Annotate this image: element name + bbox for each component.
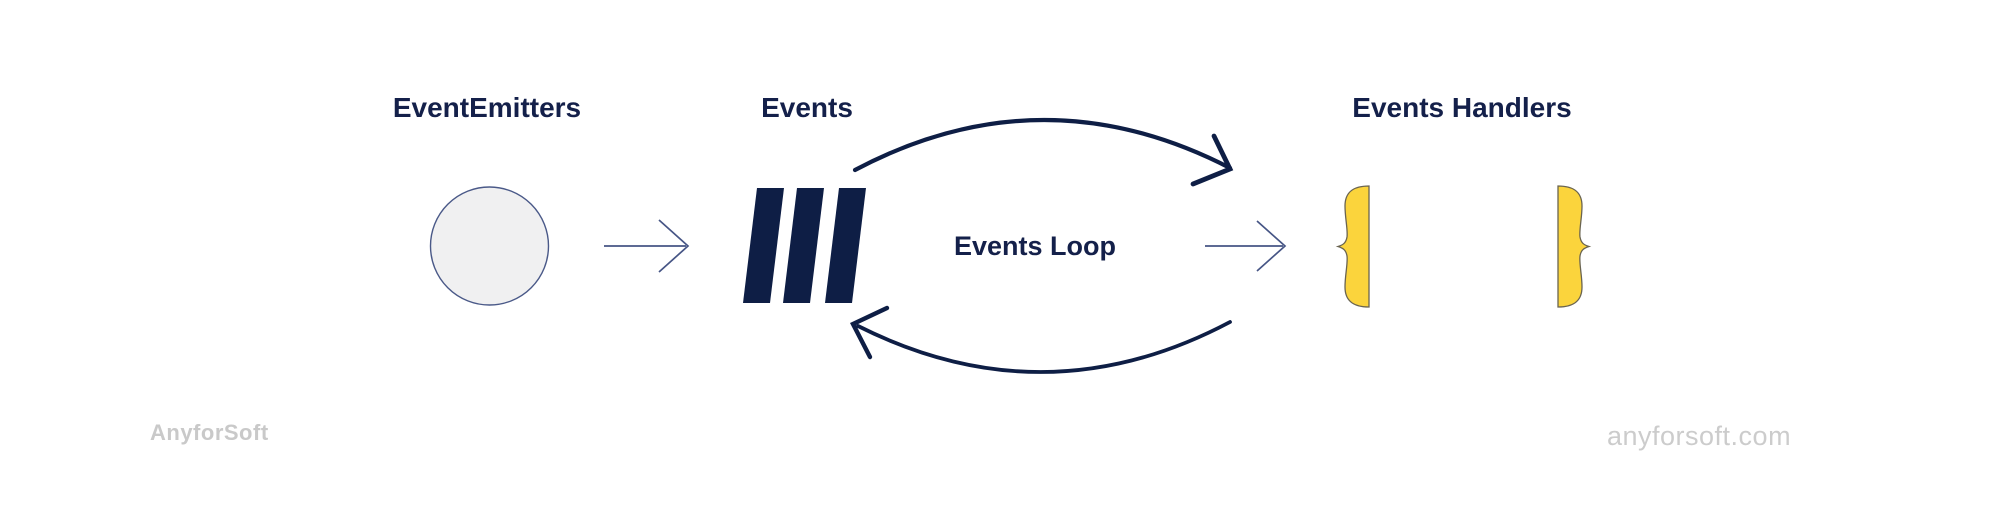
loop-top-curve [852,117,1233,173]
arrow-head [1256,220,1287,272]
open-curly-brace-icon [1335,185,1370,308]
anyforsoft-logo: AnyforSoft [150,420,269,445]
events-loop-label: Events Loop [954,231,1116,261]
event-emitter-circle-icon [429,186,550,306]
events-title: Events [761,92,853,123]
website-url: anyforsoft.com [1607,421,1791,451]
queue-bar [783,188,824,303]
loop-bottom-arrow-head [849,305,890,360]
arrow-loop-to-handlers-icon [1205,220,1287,272]
events-handlers-title: Events Handlers [1352,92,1571,123]
arrow-emitters-to-events-icon [604,219,690,273]
queue-bar [743,188,784,303]
loop-arrow-bottom-icon [849,305,1232,374]
eventemitters-title: EventEmitters [393,92,581,123]
arrow-head [658,219,690,273]
loop-top-arrow-head [1190,133,1234,187]
close-curly-brace-icon [1557,185,1592,308]
loop-bottom-curve [856,320,1232,374]
loop-arrow-top-icon [852,117,1234,187]
queue-bar [825,188,866,303]
events-queue-icon [743,188,866,303]
